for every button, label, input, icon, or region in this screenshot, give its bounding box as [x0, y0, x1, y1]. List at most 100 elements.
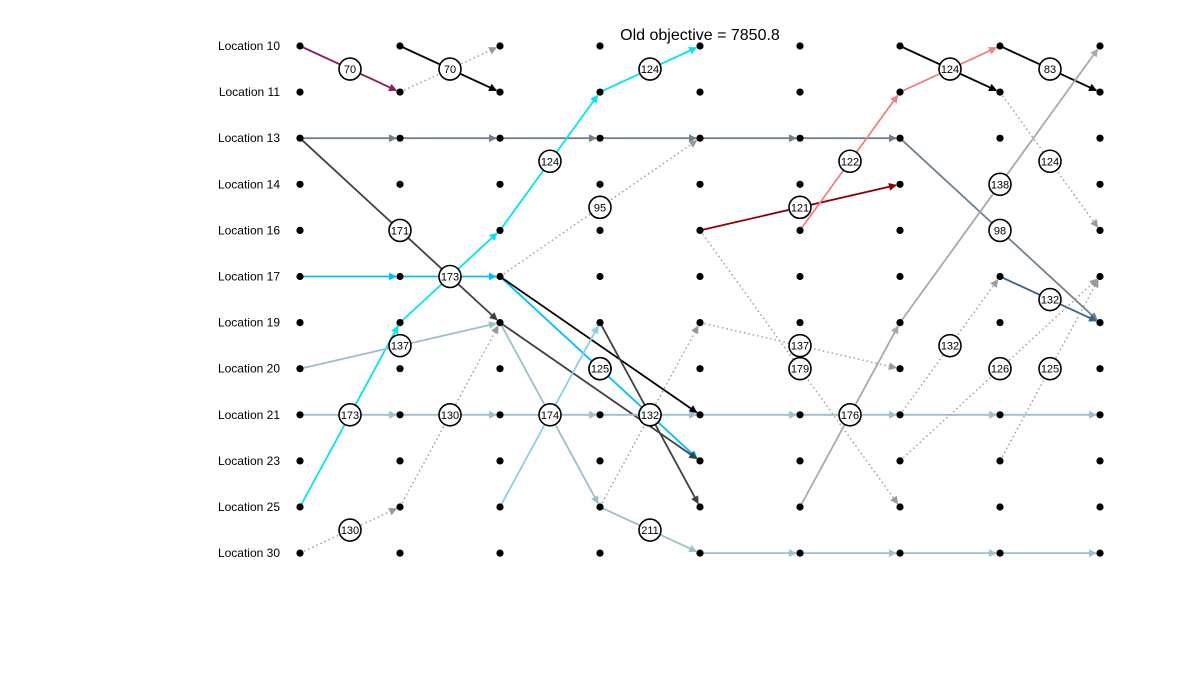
grid-node: [1096, 272, 1104, 281]
edge-label-text: 138: [991, 179, 1009, 191]
edge-label-circle: [988, 356, 1012, 381]
grid-node: [496, 226, 504, 234]
edge-label: 179: [788, 356, 812, 381]
edge-label-circle: [538, 402, 562, 427]
edge-label-circle: [638, 57, 662, 81]
edge-label: 130: [438, 402, 462, 427]
edge-label-circle: [438, 402, 462, 427]
grid-node: [396, 88, 404, 96]
edge-label-circle: [838, 402, 862, 427]
edge-label-text: 70: [344, 64, 356, 76]
grid-node: [1096, 134, 1104, 142]
edge-label-circle: [338, 402, 362, 427]
grid-node: [1096, 180, 1104, 188]
edge-label: 126: [988, 356, 1012, 381]
grid-node: [796, 503, 804, 511]
edge-label-text: 124: [541, 156, 559, 168]
edge-label: 137: [788, 333, 812, 358]
edge-label-circle: [1038, 57, 1062, 81]
grid-node: [796, 411, 804, 419]
grid-node: [1096, 88, 1104, 96]
grid-node: [696, 42, 704, 50]
grid-node: [796, 180, 804, 188]
grid-node: [1096, 503, 1104, 511]
grid-node: [1096, 365, 1104, 373]
location-label: Location 17: [218, 270, 280, 284]
grid-node: [296, 365, 304, 373]
grid-node: [496, 365, 504, 373]
edge-label-text: 70: [444, 64, 456, 76]
grid-node: [996, 272, 1004, 281]
edge-line: [699, 321, 897, 371]
grid-node: [596, 134, 604, 142]
grid-node: [296, 319, 304, 327]
grid-node: [296, 180, 304, 188]
grid-node: [796, 319, 804, 327]
grid-node: [796, 549, 804, 557]
grid-node: [696, 226, 704, 234]
edge-label-text: 137: [791, 341, 809, 353]
grid-node: [496, 457, 504, 465]
edge-label-circle: [638, 402, 662, 427]
grid-node: [496, 411, 504, 419]
edge-label-text: 130: [341, 525, 359, 537]
grid-node: [596, 457, 604, 465]
edge-label-circle: [388, 333, 412, 358]
grid-node: [396, 134, 404, 142]
edge-label: 125: [1038, 356, 1062, 381]
edge-label: 124: [638, 57, 662, 81]
edge-label: 130: [338, 518, 362, 542]
edge-line: [999, 91, 1099, 228]
grid-node: [896, 503, 904, 511]
location-label: Location 20: [218, 362, 280, 376]
grid-node: [396, 365, 404, 373]
edge-label-circle: [588, 195, 612, 220]
edge-label: 125: [588, 356, 612, 381]
edge-label-text: 126: [991, 364, 1009, 376]
grid-node: [896, 411, 904, 419]
edge-label-text: 176: [841, 410, 859, 422]
edge-label: 124: [938, 57, 962, 81]
edge-label: 211: [638, 518, 662, 542]
grid-node: [896, 272, 904, 281]
edge-label-circle: [938, 57, 962, 81]
edge-label-text: 174: [541, 410, 559, 422]
grid-node: [596, 503, 604, 511]
edge-label-circle: [1038, 149, 1062, 174]
grid-node: [696, 503, 704, 511]
edge-line: [499, 321, 698, 460]
grid-node: [596, 549, 604, 557]
edge-label: 132: [938, 333, 962, 358]
edge-label-text: 124: [1041, 156, 1059, 168]
grid-node: [396, 503, 404, 511]
edge-label: 174: [538, 402, 562, 427]
edge-label: 124: [1038, 149, 1062, 174]
edge-line: [999, 279, 1099, 462]
edge-label-text: 137: [391, 341, 409, 353]
grid-node: [696, 180, 704, 188]
location-label: Location 13: [218, 131, 280, 145]
edge-label-circle: [338, 518, 362, 542]
location-label: Location 16: [218, 223, 280, 237]
location-label: Location 23: [218, 454, 280, 468]
grid-node: [796, 272, 804, 281]
edge-label-circle: [438, 264, 462, 289]
edge-line: [899, 279, 999, 416]
edge-label: 98: [988, 218, 1012, 243]
edge-label-text: 132: [1041, 295, 1059, 307]
edge-label-text: 125: [1041, 364, 1059, 376]
grid-node: [496, 319, 504, 327]
grid-node: [1096, 226, 1104, 234]
edges-layer: [299, 45, 1099, 558]
grid-node: [596, 88, 604, 96]
location-label: Location 25: [218, 500, 280, 514]
edge-label-text: 121: [791, 202, 809, 214]
grid-node: [296, 272, 304, 281]
edge-label: 124: [538, 149, 562, 174]
location-label: Location 19: [218, 316, 280, 330]
edge-label-circle: [838, 149, 862, 174]
grid-node: [396, 319, 404, 327]
nodes-layer: [296, 42, 1104, 557]
